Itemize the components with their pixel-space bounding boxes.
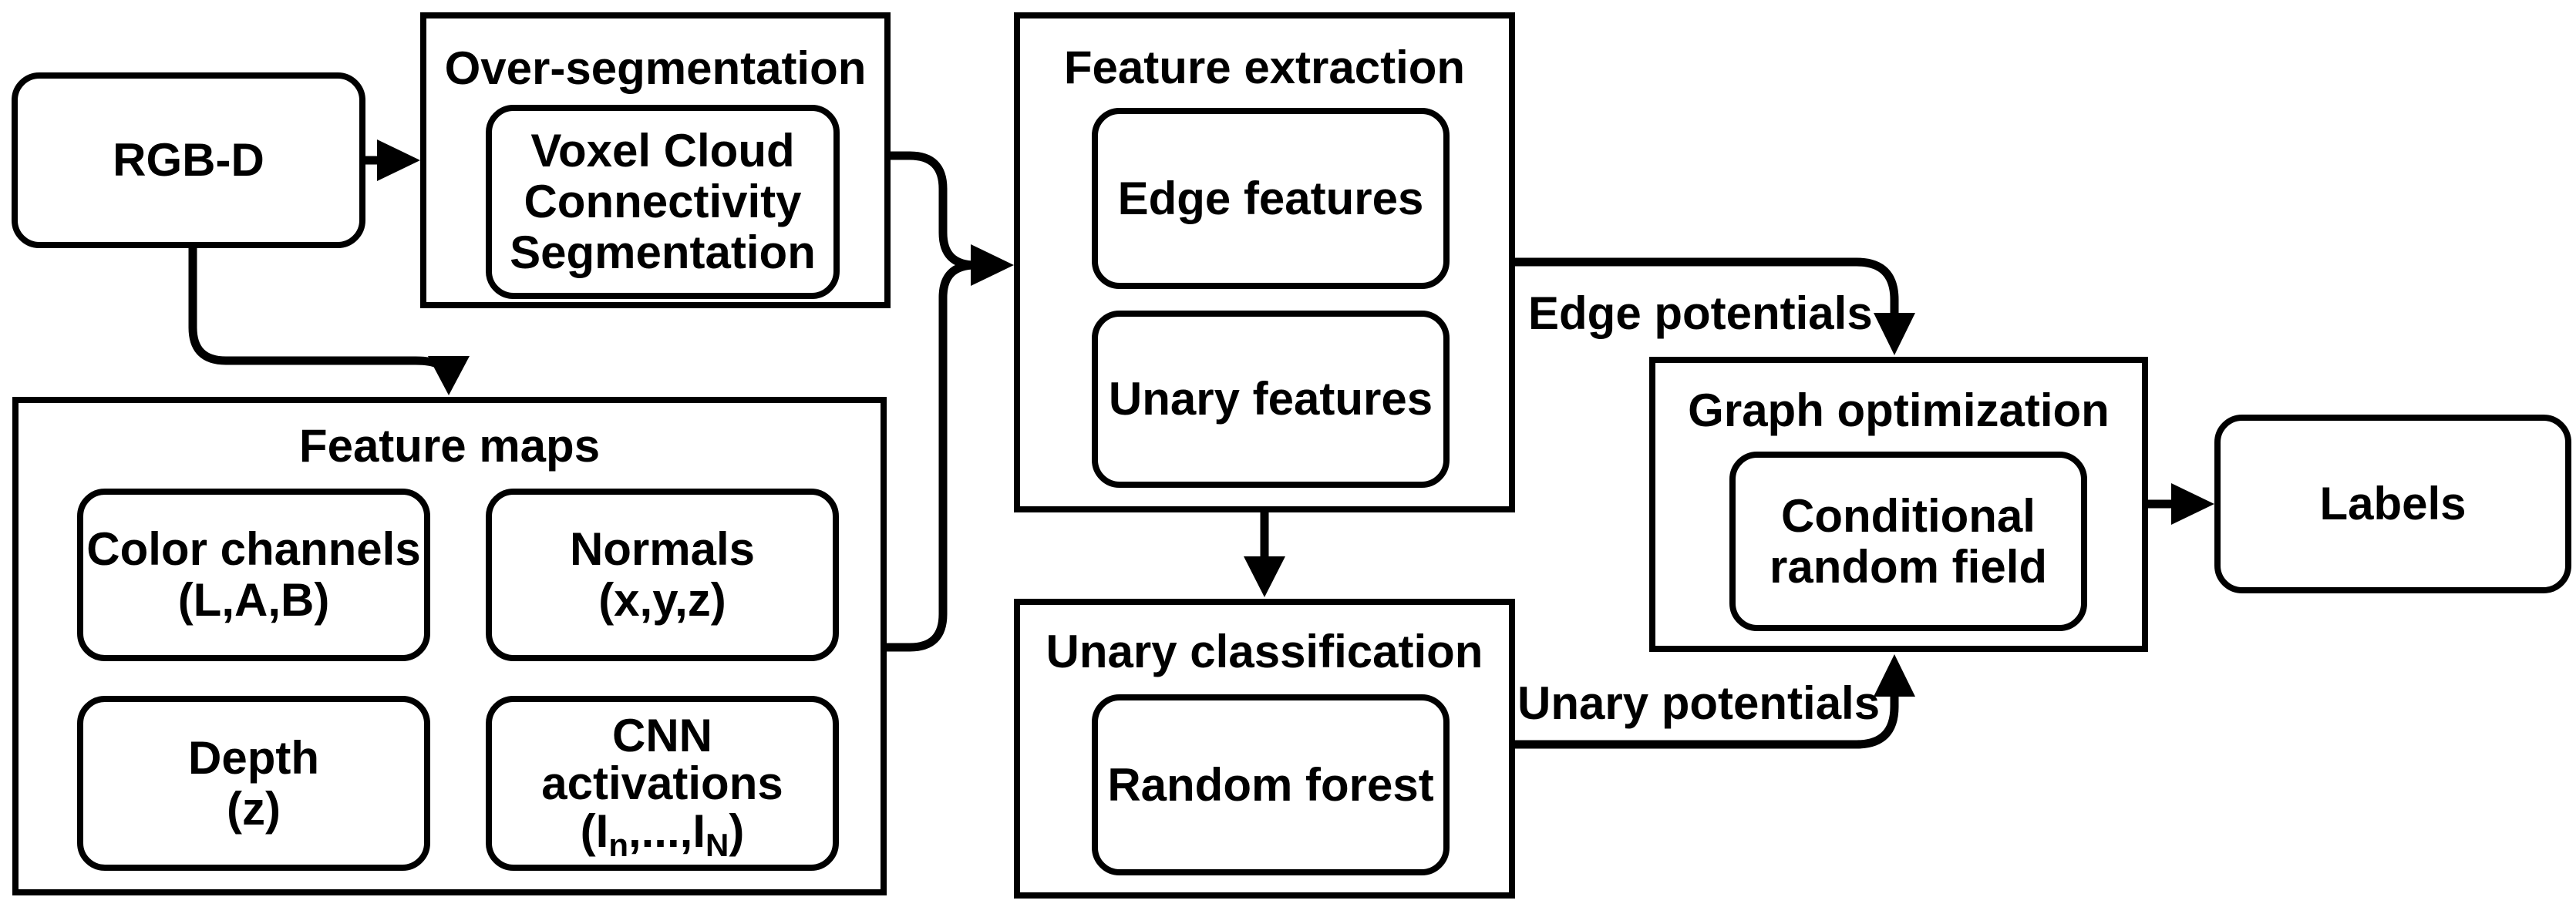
normals-line-1: Normals	[569, 523, 756, 575]
unary-potentials-label: Unary potentials	[1517, 677, 1881, 729]
rgbd-label: RGB-D	[113, 134, 264, 186]
feature-maps-group: Feature maps Color channels (L,A,B) Norm…	[12, 397, 887, 895]
depth-line-1: Depth	[188, 731, 319, 784]
feature-extraction-title: Feature extraction	[1063, 42, 1466, 93]
crf-line-2: random field	[1769, 540, 2048, 593]
arrow-rgbd-to-oversegmentation	[365, 139, 420, 181]
labels-label: Labels	[2319, 478, 2467, 529]
arrow-rgbd-to-feature-maps	[188, 245, 470, 395]
labels-node: Labels	[2214, 415, 2571, 593]
depth-line-2: (z)	[227, 782, 281, 835]
unary-classification-group: Unary classification Random forest	[1014, 599, 1515, 899]
graph-optimization-group: Graph optimization Conditional random fi…	[1649, 357, 2148, 652]
cnn-io-close: )	[729, 805, 745, 857]
arrow-edge-potentials	[1514, 257, 1915, 355]
depth-node: Depth (z)	[77, 696, 430, 871]
edge-potentials-label: Edge potentials	[1528, 287, 1873, 339]
over-segmentation-title: Over-segmentation	[444, 42, 867, 94]
cnn-io-open: (I	[580, 805, 609, 857]
vccs-line-3: Segmentation	[510, 227, 816, 278]
crf-line-1: Conditional	[1781, 489, 2036, 542]
unary-classification-title: Unary classification	[1046, 626, 1483, 677]
cnn-activations-line-2: activations	[541, 757, 783, 809]
feature-maps-title: Feature maps	[298, 420, 601, 472]
unary-features-label: Unary features	[1108, 373, 1433, 425]
vccs-line-2: Connectivity	[524, 176, 802, 227]
vccs-line-1: Voxel Cloud	[530, 125, 795, 176]
arrow-graph-optimization-to-labels	[2147, 483, 2214, 525]
arrow-feature-maps-to-feature-extraction	[884, 244, 1014, 652]
cnn-activations-node: CNN activations (In,...,IN)	[486, 696, 839, 871]
color-channels-line-2: (L,A,B)	[177, 574, 330, 626]
feature-extraction-group: Feature extraction Edge features Unary f…	[1014, 12, 1515, 512]
normals-line-2: (x,y,z)	[598, 574, 726, 626]
normals-node: Normals (x,y,z)	[486, 489, 839, 661]
rgbd-node: RGB-D	[12, 72, 365, 248]
cnn-activations-line-1: CNN	[612, 709, 712, 761]
color-channels-node: Color channels (L,A,B)	[77, 489, 430, 661]
color-channels-line-1: Color channels	[86, 523, 421, 575]
edge-features-label: Edge features	[1117, 172, 1424, 224]
cnn-activations-line-3: (In,...,IN)	[580, 805, 745, 861]
graph-optimization-title: Graph optimization	[1688, 385, 2110, 436]
cnn-io-mid: ,...,I	[628, 805, 705, 857]
conditional-random-field-node: Conditional random field	[1729, 452, 2087, 631]
cnn-sub-n: n	[608, 826, 628, 863]
random-forest-label: Random forest	[1107, 758, 1434, 811]
arrow-oversegmentation-to-feature-extraction	[887, 151, 978, 270]
arrow-feature-extraction-to-unary-classification	[1244, 509, 1285, 597]
edge-features-node: Edge features	[1092, 108, 1450, 289]
voxel-cloud-connectivity-segmentation-node: Voxel Cloud Connectivity Segmentation	[486, 105, 840, 299]
over-segmentation-group: Over-segmentation Voxel Cloud Connectivi…	[420, 12, 891, 308]
arrow-unary-potentials	[1514, 654, 1915, 749]
cnn-sub-N: N	[705, 826, 729, 863]
random-forest-node: Random forest	[1092, 694, 1450, 875]
unary-features-node: Unary features	[1092, 311, 1450, 488]
